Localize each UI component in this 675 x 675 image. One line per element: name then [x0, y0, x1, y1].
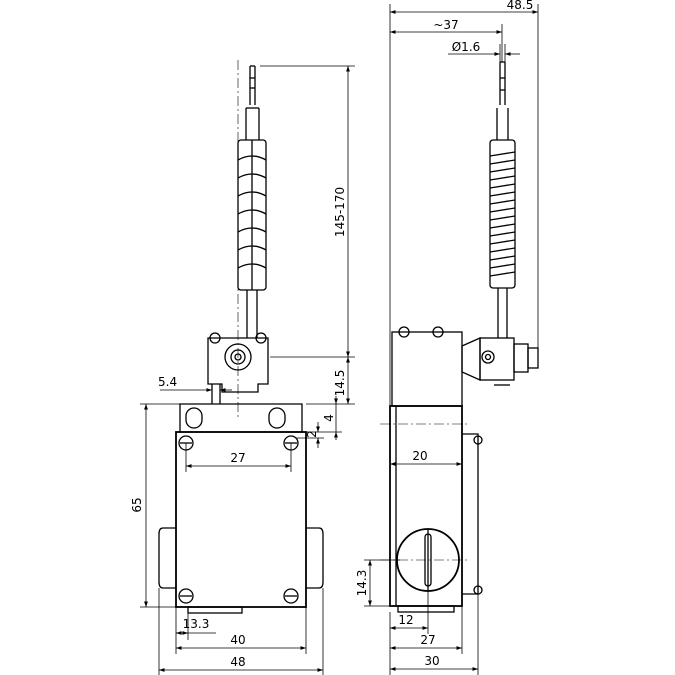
dim-48-5: 48.5 [507, 0, 534, 12]
side-spring [489, 139, 516, 289]
front-mounting-plate [179, 403, 303, 433]
front-view [158, 60, 324, 614]
side-rod [496, 61, 509, 140]
dim-14-3: 14.3 [355, 570, 369, 597]
side-dimensions: 48.5 ~37 Ø1.6 20 14.3 12 27 30 [355, 0, 539, 675]
dim-4: 4 [322, 414, 336, 422]
front-spring [237, 139, 267, 291]
dim-20: 20 [412, 449, 427, 463]
side-head [391, 326, 539, 407]
dim-2: 2 [305, 430, 319, 438]
dim-145-170: 145-170 [333, 187, 347, 237]
dim-37: ~37 [433, 18, 458, 32]
dim-dia-1-6: Ø1.6 [452, 40, 481, 54]
dim-40: 40 [230, 633, 245, 647]
dim-27-side: 27 [420, 633, 435, 647]
dim-13-3: 13.3 [183, 617, 210, 631]
dim-65: 65 [130, 497, 144, 512]
front-rod [245, 65, 260, 140]
dim-30: 30 [424, 654, 439, 668]
dim-27-front: 27 [230, 451, 245, 465]
side-body [389, 405, 483, 613]
dim-12: 12 [398, 613, 413, 627]
dim-5-4: 5.4 [158, 375, 177, 389]
dim-48: 48 [230, 655, 245, 669]
dim-14-5: 14.5 [333, 370, 347, 397]
side-view [380, 61, 539, 613]
front-dimensions: 145-170 14.5 4 2 5.4 27 65 [130, 65, 355, 675]
